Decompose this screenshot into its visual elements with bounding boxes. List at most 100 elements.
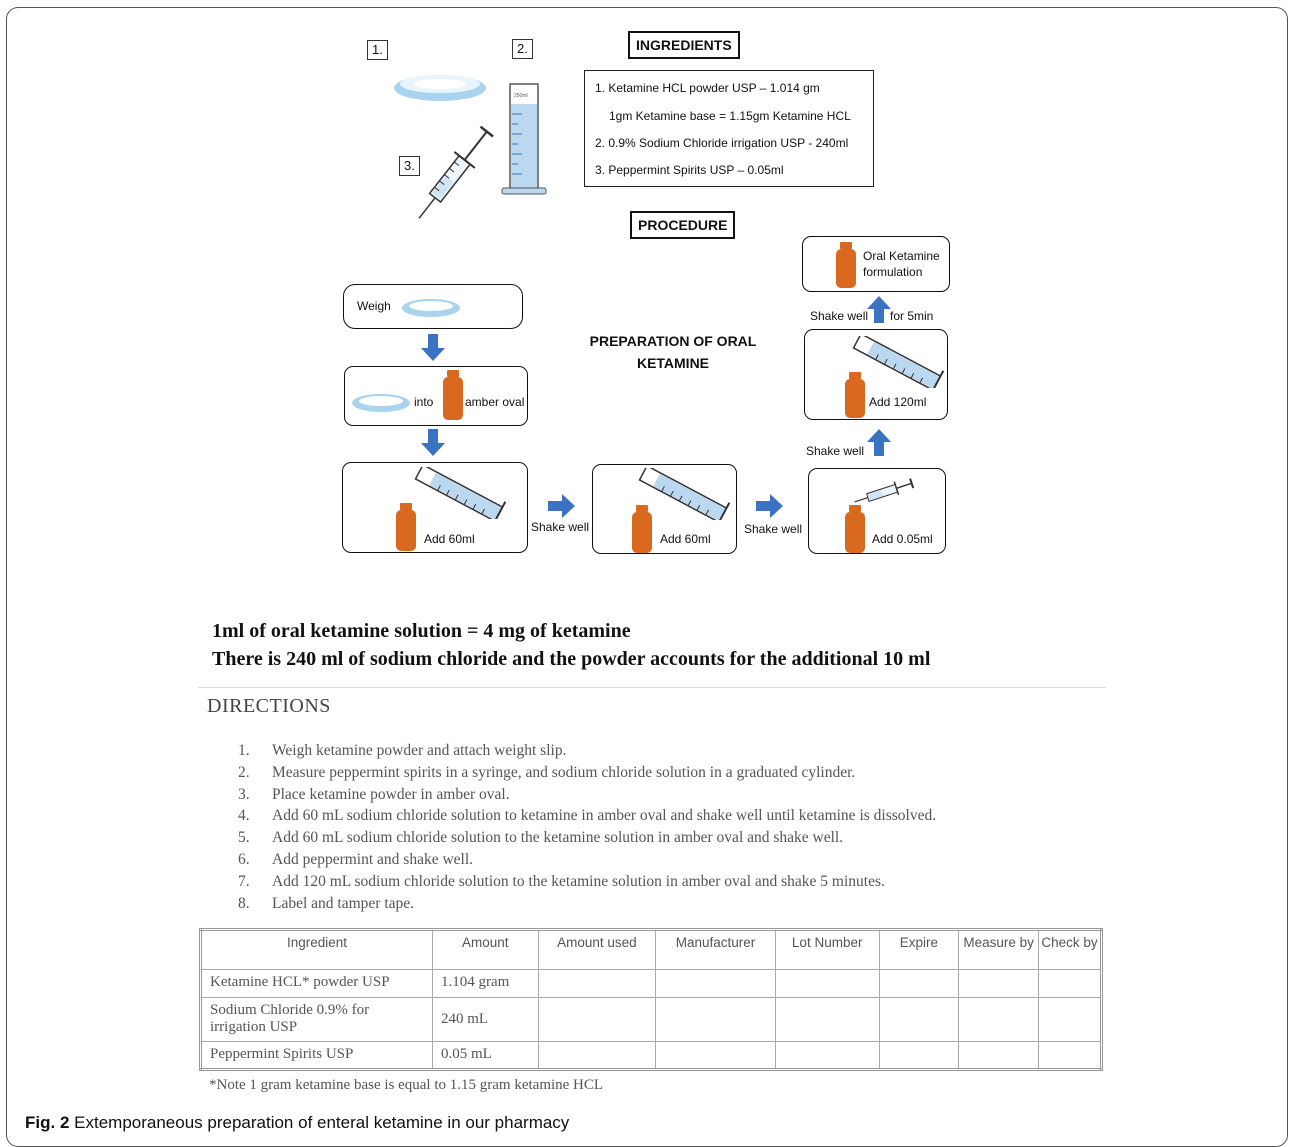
amber-bottle-icon: [443, 370, 463, 420]
column-header: Check by: [1038, 929, 1102, 970]
step-add-peppermint: Add 0.05ml: [808, 468, 946, 554]
check-by-cell: [1038, 997, 1102, 1042]
syringe-icon: [418, 125, 494, 219]
procedure-title: PREPARATION OF ORAL KETAMINE: [582, 330, 764, 374]
expire-cell: [878, 969, 960, 998]
direction-item: 4.Add 60 mL sodium chloride solution to …: [238, 807, 937, 825]
step-add-60ml-first: Add 60ml: [342, 462, 528, 553]
directions-list: 1.Weigh ketamine powder and attach weigh…: [238, 742, 936, 916]
table-row: Ketamine HCL* powder USP 1.104 gram: [200, 969, 1102, 998]
check-by-cell: [1038, 1041, 1102, 1070]
amber-bottle-icon: [845, 505, 865, 553]
petri-dish-icon: [402, 299, 460, 317]
column-header: Measure by: [958, 929, 1040, 970]
column-header: Lot Number: [774, 929, 880, 970]
final-label-line2: formulation: [863, 265, 923, 279]
ingredient-line: 1. Ketamine HCL powder USP – 1.014 gm: [595, 81, 820, 95]
graduated-cylinder-icon: 250ml: [501, 83, 547, 195]
amber-bottle-icon: [396, 503, 416, 551]
amber-bottle-icon: [845, 372, 865, 418]
amount-cell: 1.104 gram: [431, 969, 539, 998]
shake-well-label: Shake well: [810, 309, 869, 323]
ingredient-cell: Peppermint Spirits USP: [200, 1041, 433, 1070]
label-three: 3.: [399, 156, 420, 176]
manufacturer-cell: [655, 1041, 776, 1070]
ingredient-line: 2. 0.9% Sodium Chloride irrigation USP -…: [595, 136, 849, 150]
final-oral-ketamine-formulation: Oral Ketamine formulation: [802, 236, 950, 292]
measure-by-cell: [958, 1041, 1040, 1070]
section-divider: [198, 687, 1106, 688]
expire-cell: [878, 1041, 960, 1070]
arrow-down-icon: [421, 334, 445, 361]
caption-label: Fig. 2: [25, 1113, 70, 1132]
procedure-title-line1: PREPARATION OF ORAL: [589, 333, 757, 349]
manufacturer-cell: [655, 969, 776, 998]
column-header: Amount: [431, 929, 539, 970]
cylinder-mark-label: 250ml: [514, 93, 528, 99]
petri-dish-icon: [394, 75, 486, 101]
shake-well-label: Shake well: [531, 520, 590, 534]
ingredients-heading: INGREDIENTS: [628, 31, 740, 59]
compounding-log-table: Ingredient Amount Amount used Manufactur…: [199, 928, 1103, 1071]
table-header-row: Ingredient Amount Amount used Manufactur…: [200, 929, 1102, 970]
volume-note: There is 240 ml of sodium chloride and t…: [212, 648, 931, 670]
into-label: into: [414, 395, 434, 409]
check-by-cell: [1038, 969, 1102, 998]
label-two: 2.: [512, 39, 533, 59]
shake-well-label: Shake well: [806, 444, 865, 458]
direction-item: 6.Add peppermint and shake well.: [238, 850, 474, 868]
petri-dish-icon: [352, 394, 410, 412]
amber-bottle-icon: [632, 505, 652, 553]
add-60ml-label: Add 60ml: [424, 532, 475, 546]
figure-caption: Fig. 2 Extemporaneous preparation of ent…: [25, 1113, 569, 1133]
tilted-cylinder-icon: [414, 467, 507, 519]
direction-item: 5.Add 60 mL sodium chloride solution to …: [238, 829, 844, 847]
lot-number-cell: [774, 969, 880, 998]
direction-item: 2.Measure peppermint spirits in a syring…: [238, 763, 856, 781]
lot-number-cell: [774, 997, 880, 1042]
procedure-title-line2: KETAMINE: [636, 355, 710, 371]
amount-used-cell: [537, 969, 657, 998]
arrow-right-icon: [548, 494, 575, 518]
lot-number-cell: [774, 1041, 880, 1070]
arrow-up-icon: [867, 429, 891, 456]
amount-cell: 0.05 mL: [431, 1041, 539, 1070]
arrow-down-icon: [421, 429, 445, 456]
amount-cell: 240 mL: [431, 997, 539, 1042]
arrow-right-icon: [756, 494, 783, 518]
direction-item: 3.Place ketamine powder in amber oval.: [238, 785, 510, 803]
ingredient-line: 3. Peppermint Spirits USP – 0.05ml: [595, 163, 784, 177]
add-0-05ml-label: Add 0.05ml: [872, 532, 933, 546]
caption-text: Extemporaneous preparation of enteral ke…: [74, 1113, 570, 1132]
column-header: Expire: [878, 929, 960, 970]
column-header: Ingredient: [200, 929, 433, 970]
ingredient-line: 1gm Ketamine base = 1.15gm Ketamine HCL: [609, 109, 851, 123]
ingredient-cell: Sodium Chloride 0.9% for irrigation USP: [200, 997, 433, 1042]
measure-by-cell: [958, 969, 1040, 998]
direction-item: 1.Weigh ketamine powder and attach weigh…: [238, 742, 567, 759]
ingredients-list: 1. Ketamine HCL powder USP – 1.014 gm 1g…: [584, 70, 874, 187]
arrow-up-icon: [867, 296, 891, 323]
add-60ml-label: Add 60ml: [660, 532, 711, 546]
tilted-cylinder-icon: [852, 336, 945, 388]
direction-item: 8.Label and tamper tape.: [238, 894, 415, 912]
amount-used-cell: [537, 1041, 657, 1070]
step-into-amber-oval: into amber oval: [344, 366, 528, 426]
procedure-heading: PROCEDURE: [630, 211, 736, 239]
amber-oval-label: amber oval: [465, 395, 525, 409]
measure-by-cell: [958, 997, 1040, 1042]
manufacturer-cell: [655, 997, 776, 1042]
syringe-icon: [854, 478, 915, 503]
step-add-120ml: Add 120ml: [804, 329, 948, 420]
table-row: Sodium Chloride 0.9% for irrigation USP …: [200, 997, 1102, 1042]
shake-well-label: Shake well: [744, 522, 803, 536]
final-label-line1: Oral Ketamine: [863, 249, 940, 263]
ingredient-cell: Ketamine HCL* powder USP: [200, 969, 433, 998]
add-120ml-label: Add 120ml: [869, 395, 927, 409]
tilted-cylinder-icon: [638, 468, 731, 520]
step-add-60ml-second: Add 60ml: [592, 464, 737, 554]
label-one: 1.: [367, 40, 388, 60]
amount-used-cell: [537, 997, 657, 1042]
table-footnote: *Note 1 gram ketamine base is equal to 1…: [209, 1077, 604, 1093]
directions-title: DIRECTIONS: [207, 695, 331, 717]
